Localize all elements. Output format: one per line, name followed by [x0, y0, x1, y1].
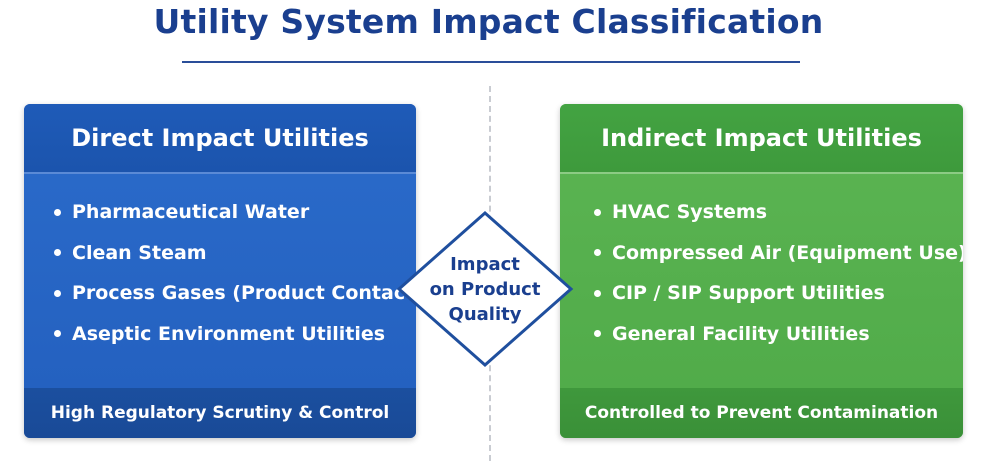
list-item-label: HVAC Systems [612, 201, 768, 224]
list-item-label: Aseptic Environment Utilities [72, 322, 386, 345]
list-item-label: Compressed Air (Equipment Use) [612, 241, 963, 264]
direct-impact-header: Direct Impact Utilities [24, 104, 416, 174]
direct-impact-list: Pharmaceutical Water Clean Steam Process… [54, 192, 416, 354]
list-item-label: General Facility Utilities [612, 322, 870, 345]
indirect-impact-card: Indirect Impact Utilities HVAC Systems C… [560, 104, 963, 438]
impact-diamond: Impact on Product Quality [395, 209, 575, 369]
bullet-icon [594, 208, 601, 216]
bullet-icon [594, 289, 601, 297]
diamond-label: Impact on Product Quality [395, 209, 575, 369]
bullet-icon [54, 289, 61, 297]
list-item-label: Pharmaceutical Water [72, 201, 310, 224]
bullet-icon [594, 249, 601, 257]
list-item: Compressed Air (Equipment Use) [594, 233, 963, 274]
bullet-icon [54, 330, 61, 338]
diamond-label-line: Quality [448, 303, 522, 325]
list-item: Pharmaceutical Water [54, 192, 416, 233]
bullet-icon [54, 208, 61, 216]
bullet-icon [594, 330, 601, 338]
list-item: Process Gases (Product Contact) [54, 273, 416, 314]
direct-impact-card: Direct Impact Utilities Pharmaceutical W… [24, 104, 416, 438]
diamond-label-line: Impact [450, 253, 520, 275]
list-item: CIP / SIP Support Utilities [594, 273, 963, 314]
list-item: HVAC Systems [594, 192, 963, 233]
diamond-label-line: on Product [429, 278, 541, 300]
indirect-impact-header: Indirect Impact Utilities [560, 104, 963, 174]
indirect-impact-list: HVAC Systems Compressed Air (Equipment U… [594, 192, 963, 354]
list-item-label: Clean Steam [72, 241, 207, 264]
list-item-label: Process Gases (Product Contact) [72, 282, 416, 305]
bullet-icon [54, 249, 61, 257]
diamond-shape-icon [396, 210, 574, 368]
list-item: General Facility Utilities [594, 314, 963, 355]
list-item: Aseptic Environment Utilities [54, 314, 416, 355]
title-underline [182, 61, 800, 63]
list-item-label: CIP / SIP Support Utilities [612, 282, 885, 305]
list-item: Clean Steam [54, 233, 416, 274]
page-title: Utility System Impact Classification [153, 2, 824, 41]
indirect-impact-footer: Controlled to Prevent Contamination [560, 388, 963, 438]
direct-impact-footer: High Regulatory Scrutiny & Control [24, 388, 416, 438]
